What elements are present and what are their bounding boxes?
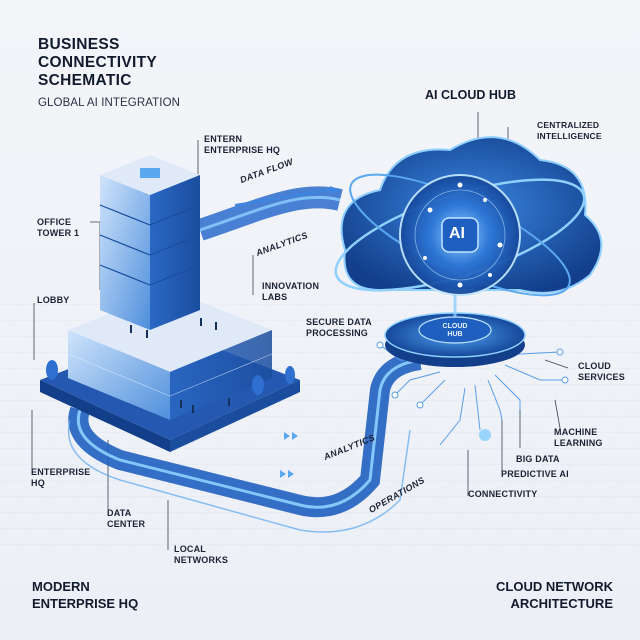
footer-left-caption: MODERN ENTERPRISE HQ [32,578,138,612]
footer-line: ENTERPRISE HQ [32,596,139,611]
label-line: CLOUD [578,361,611,371]
label-line: INTELLIGENCE [537,131,602,141]
label-line: MACHINE [554,427,598,437]
label-line: CENTER [107,519,146,529]
label-line: PROCESSING [306,328,369,338]
footer-line: MODERN [32,579,90,594]
label-line: INNOVATION [262,281,320,291]
label-line: ENTERN [204,134,243,144]
ai-core-label: AI [449,225,465,242]
label-big-data: BIG DATA [516,454,560,465]
title-line-1: BUSINESS [38,36,120,53]
label-connectivity: CONNECTIVITY [468,489,537,500]
label-line: LABS [262,292,288,302]
label-line: BIG DATA [516,454,560,464]
label-line: LOBBY [37,295,70,305]
label-local-networks: LOCAL NETWORKS [174,544,228,566]
page-subtitle: GLOBAL AI INTEGRATION [38,97,181,109]
label-line: ENTERPRISE HQ [204,145,281,155]
label-line: HQ [31,478,45,488]
label-enterprise-hq: ENTERPRISE HQ [31,467,91,489]
hub-base-line-1: CLOUD [442,323,468,330]
label-line: ENTERPRISE [31,467,91,477]
label-innovation-labs: INNOVATION LABS [262,281,319,303]
footer-line: ARCHITECTURE [510,596,613,611]
cloud-hub-base-label: CLOUD HUB [436,323,474,339]
label-line: SERVICES [578,372,625,382]
label-lobby: LOBBY [37,295,70,306]
page-title: BUSINESS CONNECTIVITY SCHEMATIC [38,36,157,90]
label-predictive-ai: PREDICTIVE AI [501,469,569,480]
label-secure-data-processing: SECURE DATA PROCESSING [306,317,372,339]
label-line: SECURE DATA [306,317,372,327]
label-entern-enterprise-hq: ENTERN ENTERPRISE HQ [204,134,280,156]
footer-line: CLOUD NETWORK [496,579,613,594]
label-line: CONNECTIVITY [468,489,538,499]
footer-right-caption: CLOUD NETWORK ARCHITECTURE [496,578,613,612]
label-cloud-services: CLOUD SERVICES [578,361,625,383]
label-data-center: DATA CENTER [107,508,145,530]
label-line: LOCAL [174,544,206,554]
label-line: NETWORKS [174,555,229,565]
label-centralized-intelligence: CENTRALIZED INTELLIGENCE [537,120,602,142]
cloud-hub-graphic [334,136,603,367]
label-line: PREDICTIVE AI [501,469,569,479]
label-line: LEARNING [554,438,603,448]
label-machine-learning: MACHINE LEARNING [554,427,603,449]
title-line-2: CONNECTIVITY [38,54,157,71]
hub-title: AI CLOUD HUB [425,88,516,102]
label-line: DATA [107,508,132,518]
title-line-3: SCHEMATIC [38,72,132,89]
label-office-tower: OFFICE TOWER 1 [37,217,79,239]
label-line: CENTRALIZED [537,120,600,130]
label-line: OFFICE [37,217,72,227]
hub-base-line-2: HUB [447,331,463,338]
label-line: TOWER 1 [37,228,80,238]
